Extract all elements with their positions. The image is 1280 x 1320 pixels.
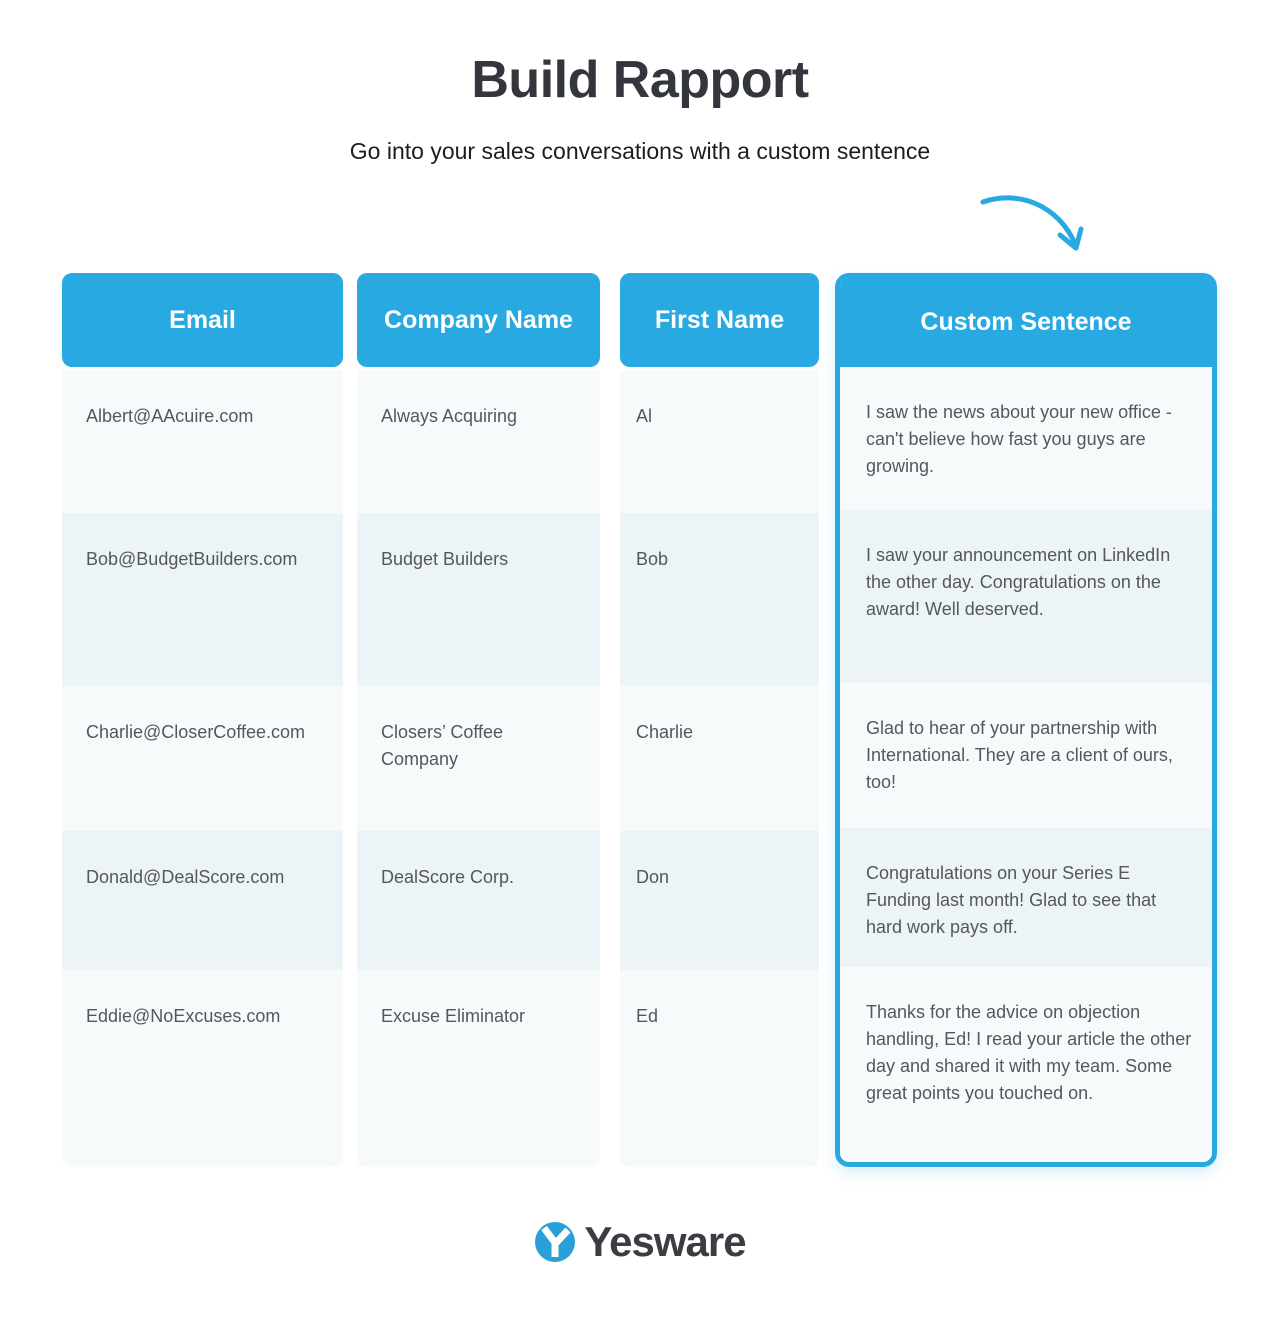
table-cell-email: Donald@DealScore.com — [62, 831, 343, 970]
table-cell-email: Albert@AAcuire.com — [62, 370, 343, 513]
table-cell-custom-sentence: Thanks for the advice on objection handl… — [840, 967, 1212, 1160]
table-cell-first-name: Bob — [620, 513, 819, 686]
column-body-email: Albert@AAcuire.com Bob@BudgetBuilders.co… — [62, 370, 343, 1167]
table-cell-email: Bob@BudgetBuilders.com — [62, 513, 343, 686]
column-header-first-name: First Name — [620, 273, 819, 367]
page-title: Build Rapport — [471, 51, 809, 109]
column-header-company-name: Company Name — [357, 273, 600, 367]
table-cell-company: Excuse Eliminator — [357, 970, 600, 1167]
table-cell-company: Closers’ Coffee Company — [357, 686, 600, 831]
column-header-custom-sentence: Custom Sentence — [840, 278, 1212, 367]
table-cell-company: Budget Builders — [357, 513, 600, 686]
table-cell-first-name: Ed — [620, 970, 819, 1167]
page-subtitle: Go into your sales conversations with a … — [349, 138, 931, 164]
column-body-first-name: Al Bob Charlie Don Ed — [620, 370, 819, 1167]
table-cell-company: DealScore Corp. — [357, 831, 600, 970]
table-cell-company: Always Acquiring — [357, 370, 600, 513]
table-cell-custom-sentence: Glad to hear of your partnership with In… — [840, 683, 1212, 828]
column-header-email: Email — [62, 273, 343, 367]
table-cell-first-name: Charlie — [620, 686, 819, 831]
yesware-logo-icon — [534, 1221, 576, 1263]
brand-name: Yesware — [584, 1218, 746, 1265]
column-custom-sentence-highlighted: Custom Sentence I saw the news about you… — [835, 273, 1217, 1167]
table-cell-email: Charlie@CloserCoffee.com — [62, 686, 343, 831]
curved-arrow-icon — [975, 188, 1095, 268]
table-cell-custom-sentence: I saw the news about your new office - c… — [840, 367, 1212, 510]
footer-brand: Yesware — [0, 1218, 1280, 1266]
column-body-custom-sentence: I saw the news about your new office - c… — [840, 367, 1212, 1160]
table-cell-first-name: Al — [620, 370, 819, 513]
column-company-name: Company Name Always Acquiring Budget Bui… — [357, 273, 600, 1167]
table-cell-email: Eddie@NoExcuses.com — [62, 970, 343, 1167]
column-email: Email Albert@AAcuire.com Bob@BudgetBuild… — [62, 273, 343, 1167]
column-first-name: First Name Al Bob Charlie Don Ed — [620, 273, 819, 1167]
table-cell-first-name: Don — [620, 831, 819, 970]
table-cell-custom-sentence: Congratulations on your Series E Funding… — [840, 828, 1212, 967]
table-cell-custom-sentence: I saw your announcement on LinkedIn the … — [840, 510, 1212, 683]
rapport-table: Email Albert@AAcuire.com Bob@BudgetBuild… — [62, 273, 1217, 1167]
column-body-company-name: Always Acquiring Budget Builders Closers… — [357, 370, 600, 1167]
